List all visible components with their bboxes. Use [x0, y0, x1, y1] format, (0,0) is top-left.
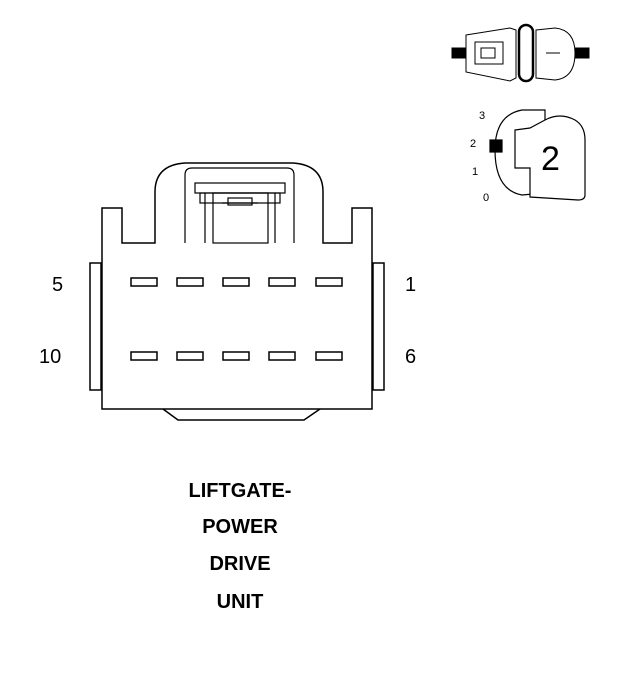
key-position-1: 1	[472, 166, 479, 178]
pin-label-5: 5	[52, 274, 64, 296]
pin-cavity	[315, 277, 343, 287]
pin-cavity	[222, 351, 250, 361]
pin-label-6: 6	[405, 346, 417, 368]
pin-cavity	[222, 277, 250, 287]
caption-line-2: POWER	[202, 516, 278, 538]
pin-label-10: 10	[39, 346, 62, 368]
pin-cavity	[268, 277, 296, 287]
pin-cavities	[130, 277, 343, 361]
connector-side-view-icon	[451, 23, 590, 83]
pin-cavity	[315, 351, 343, 361]
pin-cavity	[268, 351, 296, 361]
caption-line-4: UNIT	[216, 591, 264, 613]
key-position-0: 0	[483, 192, 490, 204]
pin-label-1: 1	[405, 274, 417, 296]
caption-line-1: LIFTGATE-	[188, 480, 292, 502]
pin-cavity	[130, 351, 158, 361]
pin-cavity	[176, 351, 204, 361]
keying-position-icon	[489, 109, 586, 201]
connector-latch	[184, 167, 295, 244]
connector-body	[89, 162, 385, 421]
caption-line-3: DRIVE	[209, 553, 271, 575]
pin-cavity	[130, 277, 158, 287]
key-position-3: 3	[479, 110, 486, 122]
pin-cavity	[176, 277, 204, 287]
key-selected-position: 2	[541, 140, 560, 178]
key-position-2: 2	[470, 138, 477, 150]
